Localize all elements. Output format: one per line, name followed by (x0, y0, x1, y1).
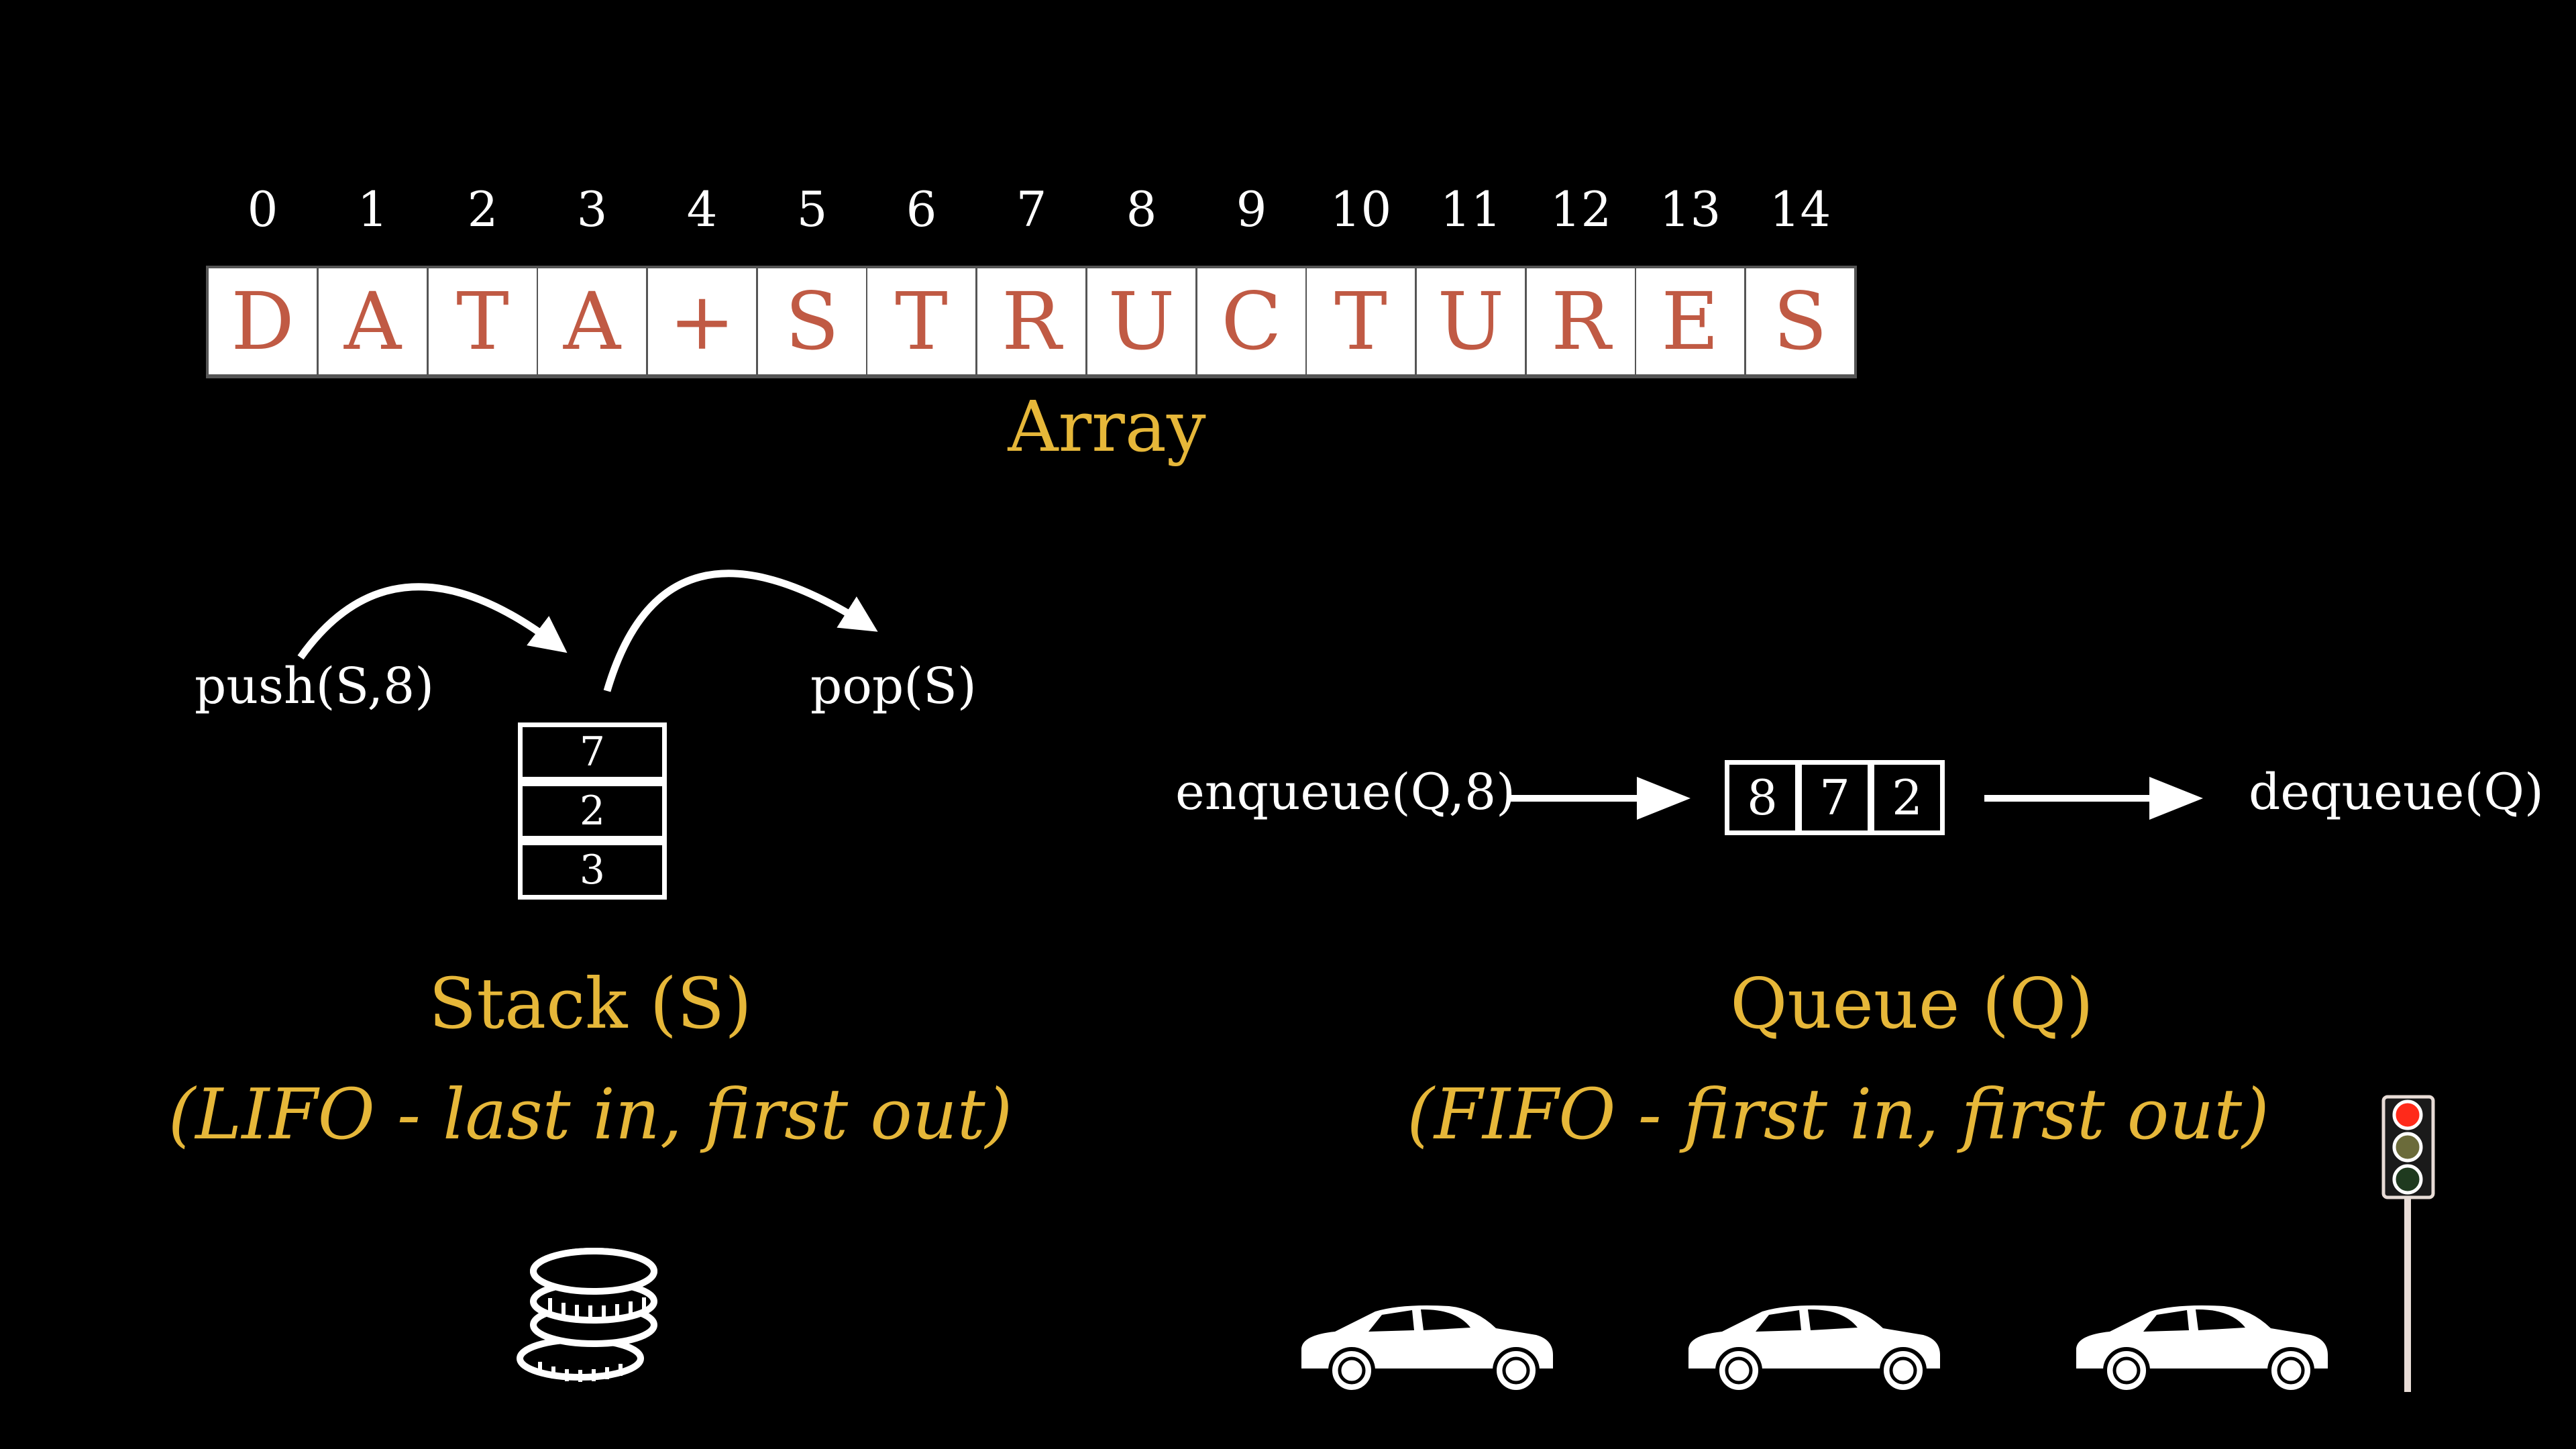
array-index: 2 (467, 181, 498, 237)
array-cell: C (1197, 268, 1305, 374)
array-index: 8 (1126, 181, 1157, 237)
stack-arrows (297, 570, 878, 692)
array-index: 0 (247, 181, 278, 237)
traffic-light-icon (2381, 1095, 2435, 1392)
array-index: 4 (686, 181, 718, 237)
array-index: 14 (1769, 181, 1831, 237)
push-arrow (297, 583, 568, 660)
array-index: 7 (1016, 181, 1047, 237)
array-index: 13 (1659, 181, 1721, 237)
stack-subtitle: (LIFO - last in, first out) (168, 1073, 1013, 1155)
array-cell: R (1527, 268, 1635, 374)
array-cell: U (1087, 268, 1195, 374)
array-index: 1 (357, 181, 388, 237)
array-cell: T (867, 268, 975, 374)
enqueue-label: enqueue(Q,8) (1175, 763, 1516, 821)
car-icon (1688, 1305, 1940, 1392)
array-index: 5 (796, 181, 828, 237)
array-index: 9 (1236, 181, 1267, 237)
queue-title: Queue (Q) (1730, 963, 2094, 1044)
stack-cell: 2 (518, 782, 667, 841)
dequeue-label: dequeue(Q) (2249, 763, 2544, 821)
array-index: 11 (1440, 181, 1502, 237)
array-cell: S (758, 268, 866, 374)
pop-label: pop(S) (810, 657, 977, 715)
array-index: 3 (576, 181, 608, 237)
push-label: push(S,8) (195, 657, 435, 715)
array-cell: D (209, 268, 317, 374)
array-label: Array (1008, 386, 1206, 468)
array-cell: A (319, 268, 427, 374)
coins-icon (517, 1248, 657, 1382)
pop-arrow (603, 570, 878, 692)
array-index: 12 (1550, 181, 1612, 237)
queue-subtitle: (FIFO - first in, first out) (1407, 1073, 2269, 1155)
stack-title: Stack (S) (429, 963, 752, 1044)
queue-arrows (1508, 777, 2203, 820)
stack-cell: 7 (518, 722, 667, 782)
array-index: 10 (1330, 181, 1392, 237)
array-cell: E (1636, 268, 1744, 374)
car-icon (1301, 1305, 1553, 1392)
array-cell: T (1307, 268, 1415, 374)
queue-cell: 8 (1725, 760, 1800, 835)
dequeue-arrowhead (2149, 777, 2203, 820)
array-index: 6 (906, 181, 937, 237)
array-cell: T (429, 268, 537, 374)
queue-cell: 7 (1797, 760, 1872, 835)
stack-cell: 3 (518, 841, 667, 900)
array-cell: U (1417, 268, 1525, 374)
array-cell: + (648, 268, 756, 374)
array-cell: S (1746, 268, 1854, 374)
car-icon (2076, 1305, 2328, 1392)
array-cell: R (977, 268, 1085, 374)
enqueue-arrowhead (1637, 777, 1690, 820)
queue-cell: 2 (1870, 760, 1945, 835)
array-cell: A (538, 268, 646, 374)
